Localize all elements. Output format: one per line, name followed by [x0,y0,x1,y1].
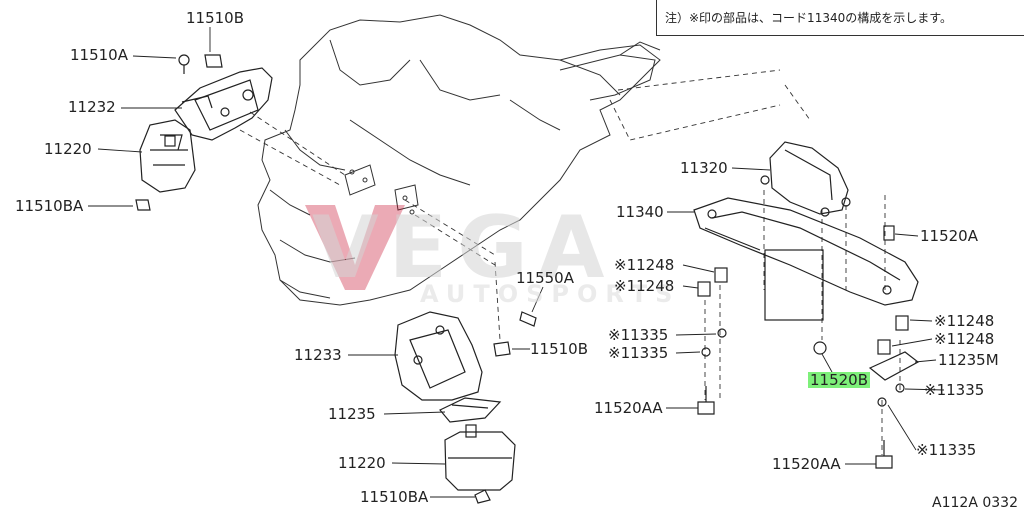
mount-11220-left [139,119,196,193]
watermark-logo [305,205,405,290]
mount-11220-bottom [444,424,516,504]
mount-11320 [760,141,851,217]
part-label-11335-a[interactable]: ※11335 [608,326,669,344]
part-label-11340[interactable]: 11340 [616,203,664,221]
part-label-11232[interactable]: 11232 [68,98,116,116]
part-label-11550a[interactable]: 11550A [516,269,574,287]
fasteners-left [135,54,223,211]
part-label-11235m[interactable]: 11235M [938,351,999,369]
plate-11235 [439,397,502,423]
part-label-11248-c[interactable]: ※11248 [934,312,995,330]
transmission-outline [559,41,661,101]
engine-outline [257,14,661,306]
part-label-11248-a[interactable]: ※11248 [614,256,675,274]
figure-code: A112A 0332 [932,495,1018,511]
part-label-11510ba-bottom[interactable]: 11510BA [360,488,429,506]
part-label-11235[interactable]: 11235 [328,405,376,423]
part-label-11335-c[interactable]: ※11335 [924,381,985,399]
part-label-11520b-highlighted[interactable]: 11520B [808,371,871,389]
part-label-11520a[interactable]: 11520A [920,227,978,245]
bracket-11233 [394,311,483,401]
part-label-11510b[interactable]: 11510B [186,9,245,27]
part-label-11510b-mid[interactable]: 11510B [530,340,589,358]
part-label-11510a[interactable]: 11510A [70,46,128,64]
crossmember-11340 [693,197,919,321]
part-label-11248-b[interactable]: ※11248 [614,277,675,295]
note-box: 注）※印の部品は、コード11340の構成を示します。 [656,0,1024,36]
part-label-11520aa-left[interactable]: 11520AA [594,399,663,417]
dashed-leaders [239,69,901,455]
label-leaders [88,27,945,498]
bracket-11232 [174,67,273,141]
note-text: 注）※印の部品は、コード11340の構成を示します。 [665,11,953,25]
fasteners-middle [493,311,537,357]
part-label-11220[interactable]: 11220 [44,140,92,158]
part-label-11520aa-right[interactable]: 11520AA [772,455,841,473]
part-label-11320[interactable]: 11320 [680,159,728,177]
part-label-11233[interactable]: 11233 [294,346,342,364]
part-label-11248-d[interactable]: ※11248 [934,330,995,348]
hardware-right [697,225,920,469]
part-label-11220-bottom[interactable]: 11220 [338,454,386,472]
part-label-11335-b[interactable]: ※11335 [608,344,669,362]
part-label-11335-d[interactable]: ※11335 [916,441,977,459]
part-label-11510ba[interactable]: 11510BA [15,197,84,215]
